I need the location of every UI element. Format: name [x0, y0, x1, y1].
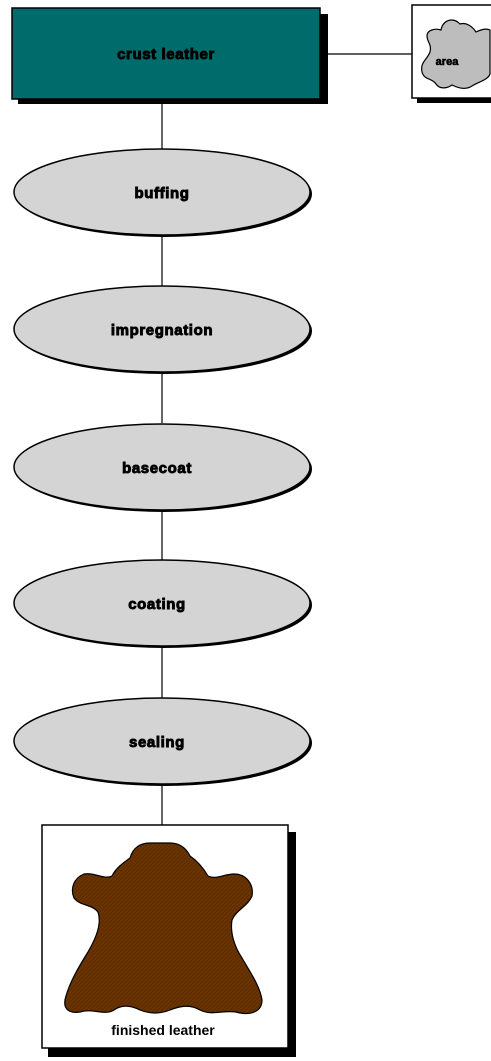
start-node-box	[11, 7, 321, 100]
end-node: finished leather	[41, 824, 296, 1057]
side-node: area	[411, 4, 491, 103]
step-buffing: buffing	[13, 148, 312, 237]
connectors	[161, 53, 413, 826]
step-impregnation-ellipse	[13, 285, 311, 373]
step-basecoat-label: basecoat	[122, 460, 192, 477]
step-buffing-label: buffing	[134, 185, 189, 202]
step-impregnation-label: impregnation	[111, 322, 213, 339]
hide-shape-icon	[64, 842, 263, 1015]
start-node-label: crust leather	[117, 46, 215, 63]
step-coating-label: coating	[128, 596, 186, 613]
side-node-label: area	[436, 56, 460, 68]
step-coating: coating	[13, 559, 312, 648]
step-impregnation: impregnation	[13, 285, 312, 374]
step-buffing-ellipse	[13, 148, 311, 236]
step-sealing-ellipse	[13, 697, 311, 785]
start-node: crust leather	[11, 7, 328, 104]
step-coating-ellipse	[13, 559, 311, 647]
step-basecoat: basecoat	[13, 423, 312, 512]
step-basecoat-ellipse	[13, 423, 311, 511]
step-sealing: sealing	[13, 697, 312, 786]
end-node-label: finished leather	[111, 1022, 215, 1038]
hide-shape-icon	[421, 19, 491, 89]
step-sealing-label: sealing	[129, 734, 185, 751]
